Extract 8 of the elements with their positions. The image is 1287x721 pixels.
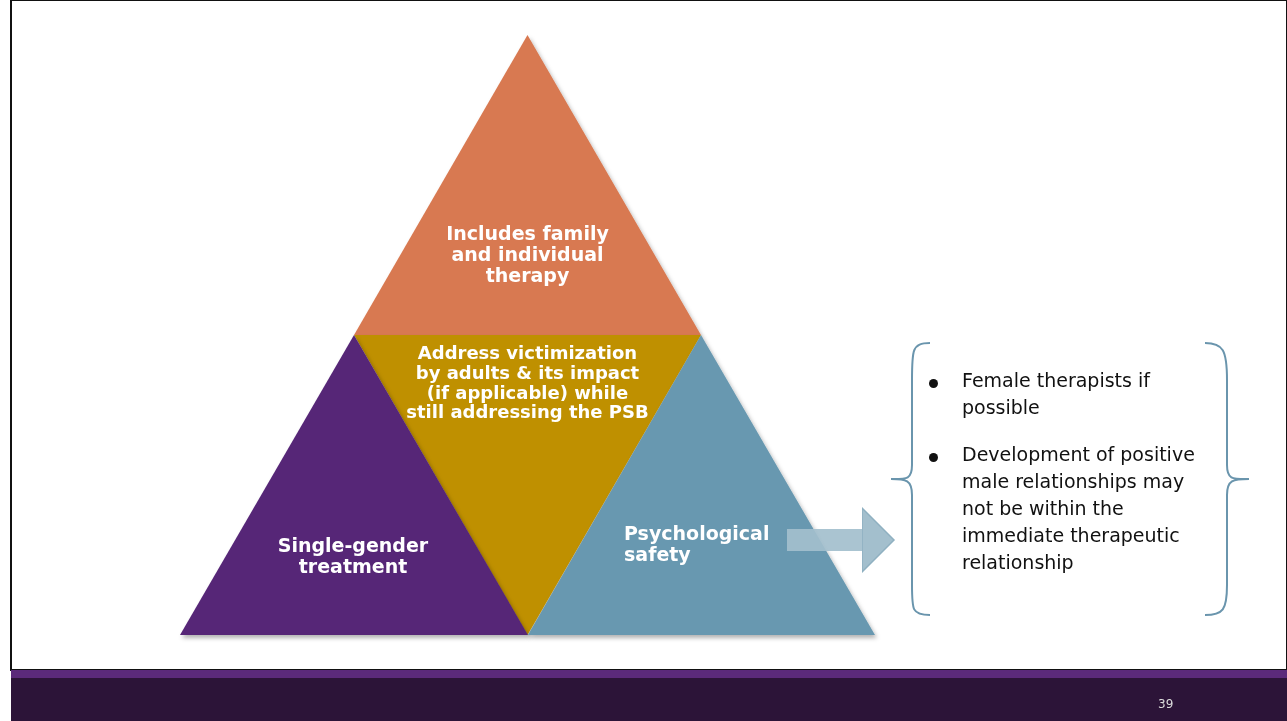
- bullet-text: Female therapists if possible: [962, 368, 1152, 420]
- segment-label: Includes family and individual therapy: [445, 223, 610, 286]
- segment-label: Address victimization by adults & its impact (if applicable) while still addressing the PSB: [406, 343, 649, 423]
- bullet-text: Development of positive male relationships may not be within the immediate therapeutic relationship: [962, 442, 1196, 575]
- segment-label: Single-gender treatment: [276, 535, 430, 577]
- block-arrow: [787, 507, 895, 573]
- page-number: 39: [1158, 697, 1174, 711]
- segment-label: Psychological safety: [624, 523, 771, 565]
